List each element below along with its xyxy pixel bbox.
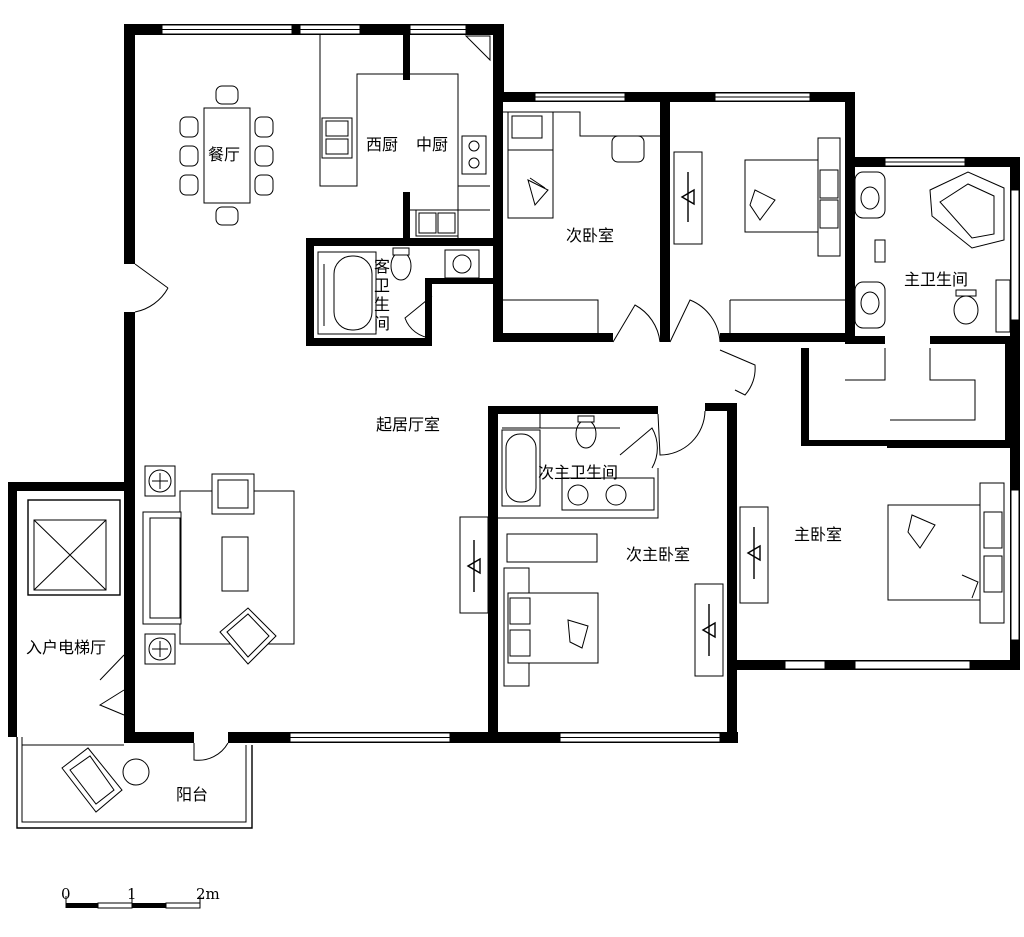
label-living-room: 起居厅室 bbox=[376, 415, 440, 434]
doors bbox=[98, 263, 756, 761]
label-second-master-bath: 次主卫生间 bbox=[538, 463, 618, 482]
balcony bbox=[16, 737, 253, 829]
label-guest-bath-1: 客 bbox=[374, 257, 390, 276]
label-dining: 餐厅 bbox=[208, 145, 240, 164]
scale-bar: 0 1 2m bbox=[61, 885, 220, 909]
windows bbox=[161, 24, 1020, 743]
second-master-bedroom-furniture bbox=[503, 533, 724, 687]
elevator bbox=[27, 499, 121, 596]
scale-tick-0: 0 bbox=[61, 885, 71, 903]
master-bedroom-furniture bbox=[739, 482, 1005, 624]
label-elevator-hall: 入户电梯厅 bbox=[26, 638, 106, 657]
label-second-bedroom: 次卧室 bbox=[566, 226, 614, 245]
kitchen-furniture bbox=[319, 35, 491, 238]
scale-tick-2: 2m bbox=[196, 885, 220, 903]
label-guest-bath-2: 卫 bbox=[374, 276, 390, 295]
second-master-bath bbox=[498, 414, 659, 519]
label-chinese-kitchen: 中厨 bbox=[416, 135, 448, 154]
living-furniture bbox=[142, 465, 489, 665]
label-guest-bath-3: 生 bbox=[374, 295, 390, 314]
master-bath-fixtures bbox=[854, 171, 1011, 333]
second-bedroom-furniture bbox=[503, 111, 845, 333]
label-guest-bath-4: 间 bbox=[374, 314, 390, 333]
label-balcony: 阳台 bbox=[176, 785, 208, 804]
closet bbox=[845, 348, 976, 421]
label-master-bedroom: 主卧室 bbox=[794, 525, 842, 544]
label-west-kitchen: 西厨 bbox=[366, 135, 398, 154]
dining-furniture bbox=[179, 85, 274, 226]
guest-bath-fixtures bbox=[317, 247, 480, 335]
label-master-bath: 主卫生间 bbox=[904, 270, 968, 289]
label-second-master-bedroom: 次主卧室 bbox=[626, 545, 690, 564]
room-labels: 餐厅 西厨 中厨 客 卫 生 间 次卧室 主卫生间 起居厅室 次主卫生间 次主卧… bbox=[26, 135, 968, 804]
scale-tick-1: 1 bbox=[127, 885, 137, 903]
